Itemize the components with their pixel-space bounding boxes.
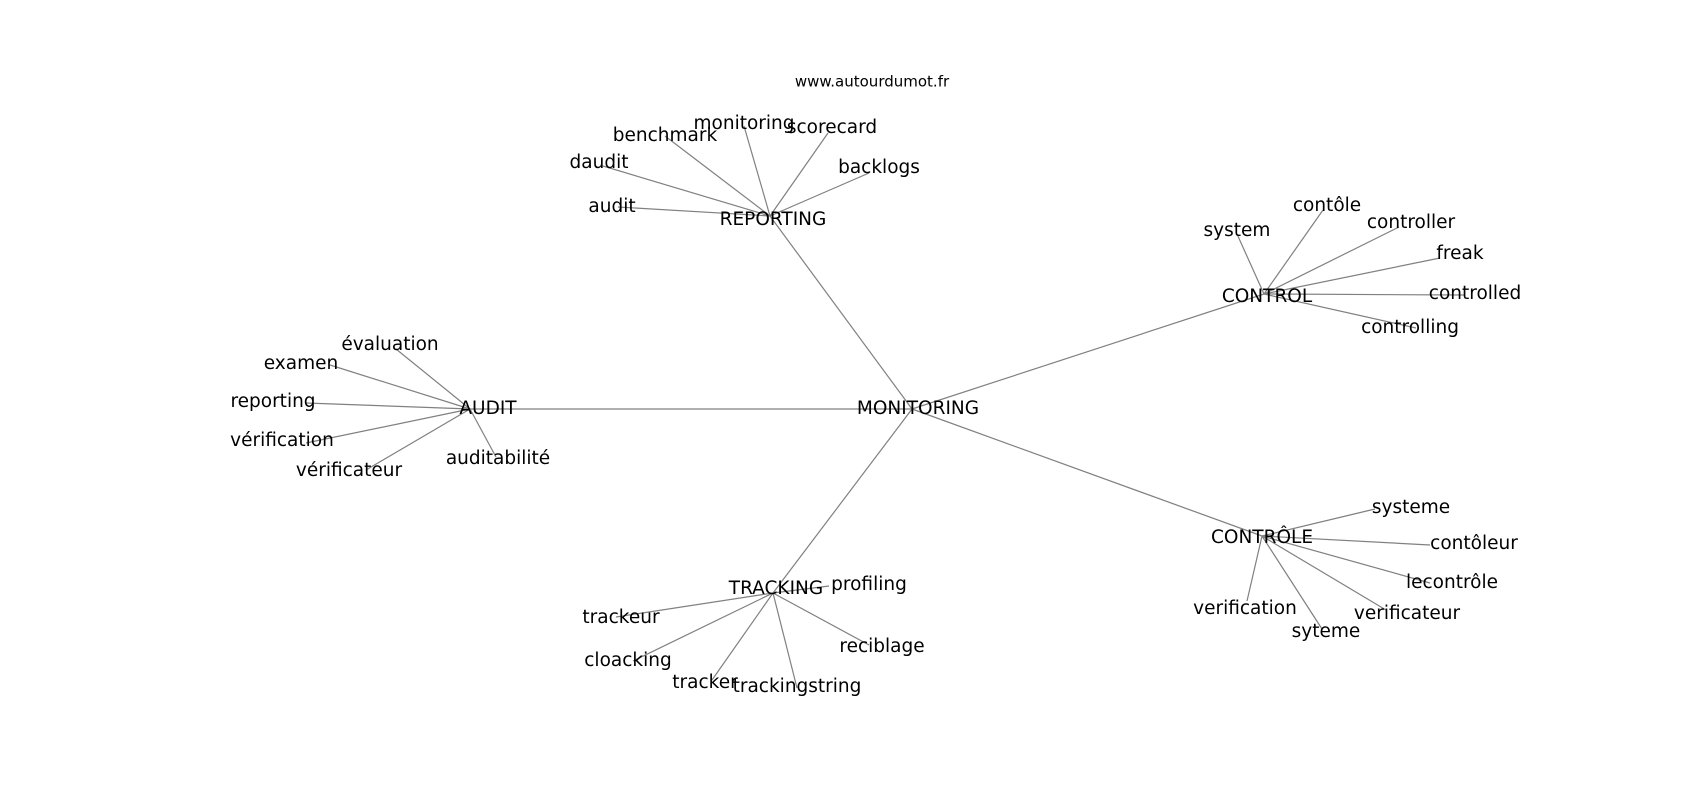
edge-tracking-term-2 — [632, 592, 774, 662]
node-term-controle-3: verificateur — [1354, 603, 1461, 624]
node-hub-controle: CONTRÔLE — [1211, 526, 1313, 548]
site-url: www.autourdumot.fr — [795, 73, 950, 91]
node-hub-tracking: TRACKING — [728, 578, 823, 599]
edge-monitoring-tracking — [772, 408, 913, 594]
node-hub-reporting: REPORTING — [720, 209, 827, 230]
node-term-audit-3: vérification — [230, 430, 334, 451]
node-term-reporting-0: audit — [588, 196, 635, 217]
edge-monitoring-control — [911, 293, 1265, 410]
edge-audit-term-1 — [329, 364, 471, 410]
node-term-audit-2: reporting — [230, 391, 315, 412]
node-term-control-2: controller — [1367, 212, 1456, 233]
node-term-tracking-5: reciblage — [839, 636, 924, 657]
edge-controle-term-1 — [1261, 535, 1431, 546]
node-term-controle-5: verification — [1193, 598, 1297, 619]
edge-audit-term-3 — [305, 408, 471, 444]
edge-tracking-term-4 — [772, 592, 798, 689]
node-term-reporting-2: benchmark — [613, 125, 718, 146]
node-term-controle-2: lecontrôle — [1406, 572, 1498, 593]
edge-control-term-3 — [1263, 257, 1441, 295]
node-term-control-5: controlling — [1361, 317, 1459, 338]
node-hub-audit: AUDIT — [459, 398, 517, 419]
edge-tracking-term-1 — [615, 592, 774, 618]
node-term-controle-4: syteme — [1292, 621, 1361, 642]
edge-tracking-term-5 — [772, 592, 870, 646]
edge-controle-term-2 — [1261, 535, 1431, 584]
node-hub-control: CONTROL — [1222, 286, 1313, 307]
edge-control-term-0 — [1236, 233, 1265, 295]
edge-reporting-term-5 — [769, 172, 870, 217]
edge-audit-term-5 — [469, 408, 497, 458]
edge-audit-term-0 — [395, 348, 471, 410]
node-term-controle-0: systeme — [1372, 497, 1450, 518]
node-term-control-3: freak — [1436, 243, 1483, 264]
edge-reporting-term-1 — [602, 165, 771, 217]
node-term-tracking-3: tracker — [672, 672, 738, 693]
edge-reporting-term-4 — [769, 132, 829, 217]
edge-monitoring-controle — [911, 408, 1263, 537]
node-term-audit-5: auditabilité — [446, 448, 550, 469]
node-term-tracking-1: trackeur — [582, 607, 660, 628]
edge-tracking-term-0 — [772, 585, 830, 594]
edge-reporting-term-0 — [617, 206, 771, 217]
edge-reporting-term-2 — [664, 135, 771, 217]
node-term-audit-1: examen — [264, 353, 338, 374]
node-term-reporting-4: scorecard — [787, 117, 877, 138]
edge-control-term-4 — [1263, 293, 1465, 296]
graph-labels: MONITORING REPORTING audit daudit benchmarkm… — [230, 113, 1521, 697]
edge-controle-term-5 — [1246, 535, 1263, 602]
edge-audit-term-4 — [365, 408, 471, 471]
node-term-audit-0: évaluation — [341, 334, 438, 355]
edge-audit-term-2 — [305, 402, 471, 410]
node-term-control-4: controlled — [1429, 283, 1521, 304]
graph-edges — [305, 125, 1465, 689]
edge-control-term-5 — [1263, 293, 1417, 329]
node-term-reporting-1: daudit — [570, 152, 629, 173]
node-term-tracking-0: profiling — [831, 574, 907, 595]
node-term-control-0: system — [1204, 220, 1271, 241]
node-term-control-1: contôle — [1293, 195, 1361, 216]
edge-controle-term-0 — [1261, 508, 1376, 537]
node-term-controle-1: contôleur — [1430, 533, 1518, 554]
edge-reporting-term-3 — [743, 125, 771, 217]
edge-monitoring-reporting — [769, 215, 913, 410]
edge-controle-term-4 — [1261, 535, 1323, 630]
node-center-monitoring: MONITORING — [857, 398, 979, 419]
node-term-reporting-5: backlogs — [838, 157, 920, 178]
node-term-reporting-3: monitoring — [694, 113, 795, 134]
node-term-tracking-4: trackingstring — [733, 676, 862, 697]
edge-control-term-2 — [1263, 226, 1400, 295]
edge-control-term-1 — [1263, 209, 1324, 295]
edge-tracking-term-3 — [711, 592, 774, 681]
node-term-tracking-2: cloacking — [584, 650, 671, 671]
node-term-audit-4: vérificateur — [296, 460, 403, 481]
edge-controle-term-3 — [1261, 535, 1387, 611]
